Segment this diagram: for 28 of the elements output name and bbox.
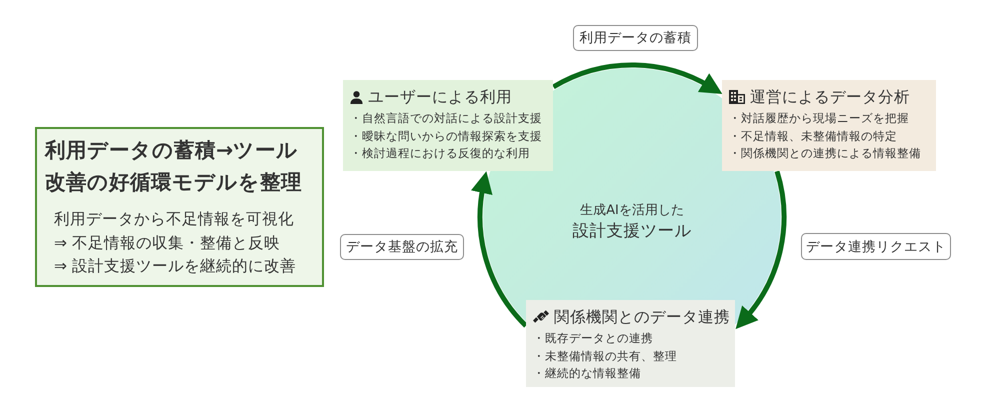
bullet-item: ・継続的な情報整備 <box>533 365 642 382</box>
body-text: ⇒ 不足情報の収集・整備と反映 <box>53 232 281 254</box>
bullet-item: ・曖昧な問いからの情報探索を支援 <box>350 128 543 144</box>
body-text: ⇒ 設計支援ツールを継続的に改善 <box>53 256 297 277</box>
card-heading: 運営によるデータ分析 <box>750 87 910 108</box>
edge-label: 利用データの蓄積 <box>573 25 698 51</box>
card-heading: ユーザーによる利用 <box>368 87 512 108</box>
info-card <box>343 80 553 171</box>
body-text: 利用データから不足情報を可視化 <box>53 209 295 230</box>
circle-subtitle: 生成AIを活用した <box>580 202 684 220</box>
arrow <box>471 171 528 328</box>
card-heading: 関係機関とのデータ連携 <box>554 307 730 328</box>
arrow <box>736 170 786 330</box>
bullet-item: ・自然言語での対話による設計支援 <box>350 110 543 127</box>
edge-label: データ基盤の拡充 <box>340 234 464 260</box>
bullet-item: ・未整備情報の共有、整理 <box>533 348 678 364</box>
circle-title: 設計支援ツール <box>572 220 692 242</box>
info-card <box>722 80 936 171</box>
box-title: 利用データの蓄積→ツール改善の好循環モデルを整理 <box>45 137 303 196</box>
bullet-item: ・検討過程における反復的な利用 <box>350 145 531 162</box>
bullet-item: ・既存データとの連携 <box>533 330 654 347</box>
info-card <box>526 300 735 387</box>
bullet-item: ・不足情報、未整備情報の特定 <box>729 128 898 144</box>
edge-label: データ連携リクエスト <box>801 233 951 260</box>
arrow <box>552 62 723 94</box>
bullet-item: ・対話履歴から現場ニーズを把握 <box>729 110 910 127</box>
summary-box <box>35 127 324 287</box>
bullet-item: ・関係機関との連携による情報整備 <box>729 145 922 162</box>
